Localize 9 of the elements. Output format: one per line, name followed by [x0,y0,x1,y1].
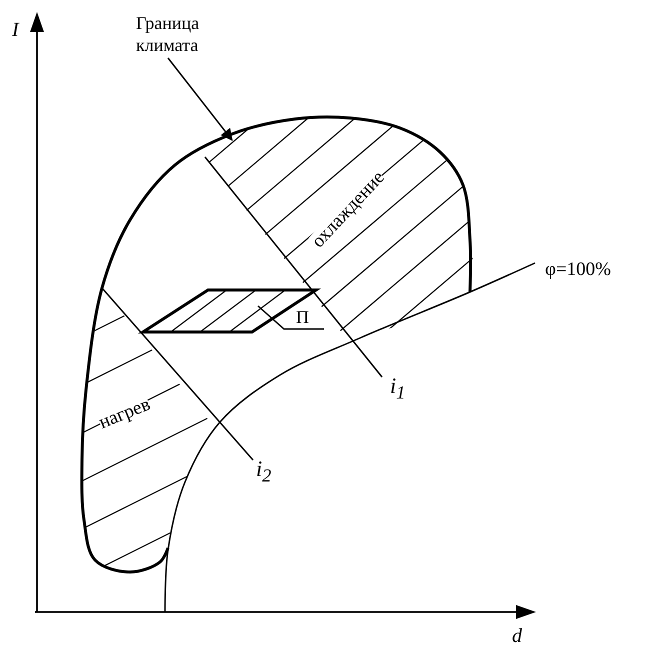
axis-label: I [12,20,19,40]
line-label: i$_{1}$ [390,375,406,402]
line-label: i$_{2}$ [256,458,272,485]
supply-zone-label: П [296,306,318,328]
curve-label: φ=100% [545,260,612,279]
boundary-caption: Граница климата [136,12,246,56]
axis-label: d [512,626,522,646]
leader-arrow [167,58,233,141]
leader-line [258,305,324,330]
